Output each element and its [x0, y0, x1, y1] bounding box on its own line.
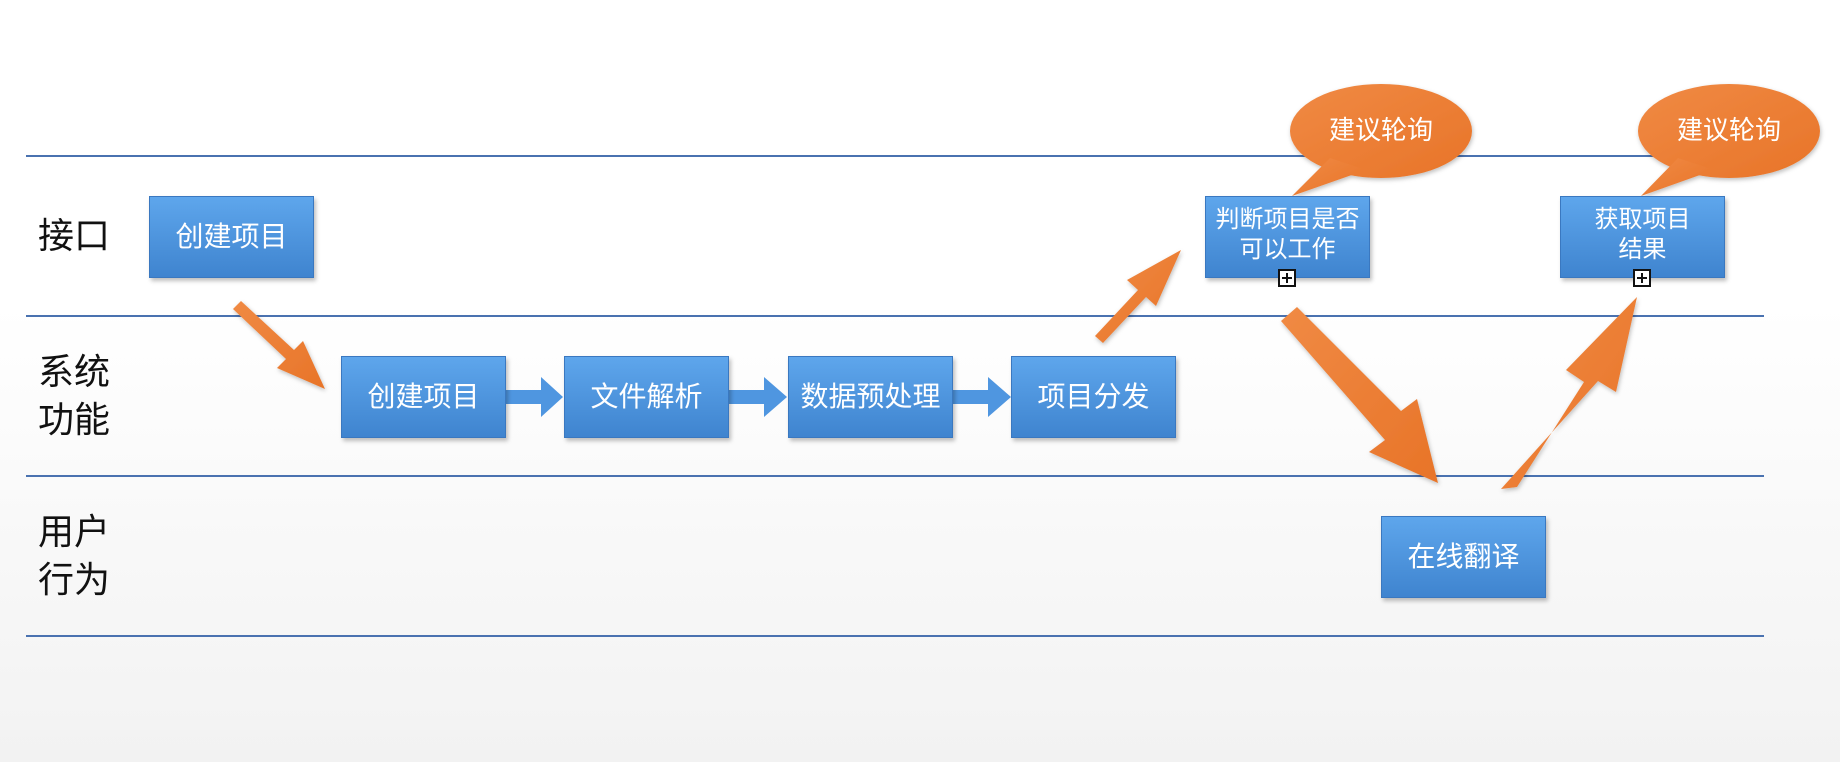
callout-text-1: 建议轮询: [1328, 116, 1433, 146]
node-label: 获取项目 结果: [1594, 205, 1691, 263]
expand-icon[interactable]: [1633, 269, 1651, 287]
lane-label-user-behavior: 用户 行为: [38, 512, 111, 601]
node-api-check-project[interactable]: 判断项目是否 可以工作: [1205, 196, 1370, 278]
lane-divider-top: [26, 155, 1764, 157]
lane-divider-1: [26, 315, 1764, 317]
lane-label-interface: 接口: [38, 216, 111, 257]
lane-divider-2: [26, 475, 1764, 477]
arrow-check-to-translate: [1281, 307, 1438, 483]
node-label: 文件解析: [590, 380, 703, 413]
arrow-translate-to-result: [1501, 297, 1637, 489]
node-label: 创建项目: [175, 220, 288, 253]
node-api-get-result[interactable]: 获取项目 结果: [1560, 196, 1725, 278]
node-label: 数据预处理: [800, 380, 941, 413]
node-label: 创建项目: [367, 380, 480, 413]
node-sys-file-parse[interactable]: 文件解析: [564, 356, 729, 438]
node-user-online-translate[interactable]: 在线翻译: [1381, 516, 1546, 598]
callout-text-2: 建议轮询: [1676, 116, 1781, 146]
lane-label-system-function: 系统 功能: [38, 352, 111, 441]
arrow-parse-to-preprocess: [729, 377, 787, 417]
callout-bubble-2: [1638, 84, 1820, 196]
node-label: 判断项目是否 可以工作: [1215, 205, 1360, 263]
expand-icon[interactable]: [1278, 269, 1296, 287]
arrow-create-to-parse: [506, 377, 563, 417]
arrow-dispatch-to-check: [1095, 250, 1181, 343]
node-sys-create-project[interactable]: 创建项目: [341, 356, 506, 438]
node-sys-preprocess[interactable]: 数据预处理: [788, 356, 953, 438]
arrow-api-to-sys-create: [233, 301, 325, 389]
node-api-create-project[interactable]: 创建项目: [149, 196, 314, 278]
callout-bubble-1: [1290, 84, 1472, 196]
node-label: 项目分发: [1037, 380, 1150, 413]
node-label: 在线翻译: [1407, 540, 1520, 573]
lane-divider-bottom: [26, 635, 1764, 637]
node-sys-dispatch[interactable]: 项目分发: [1011, 356, 1176, 438]
arrow-preprocess-to-dispatch: [953, 377, 1011, 417]
